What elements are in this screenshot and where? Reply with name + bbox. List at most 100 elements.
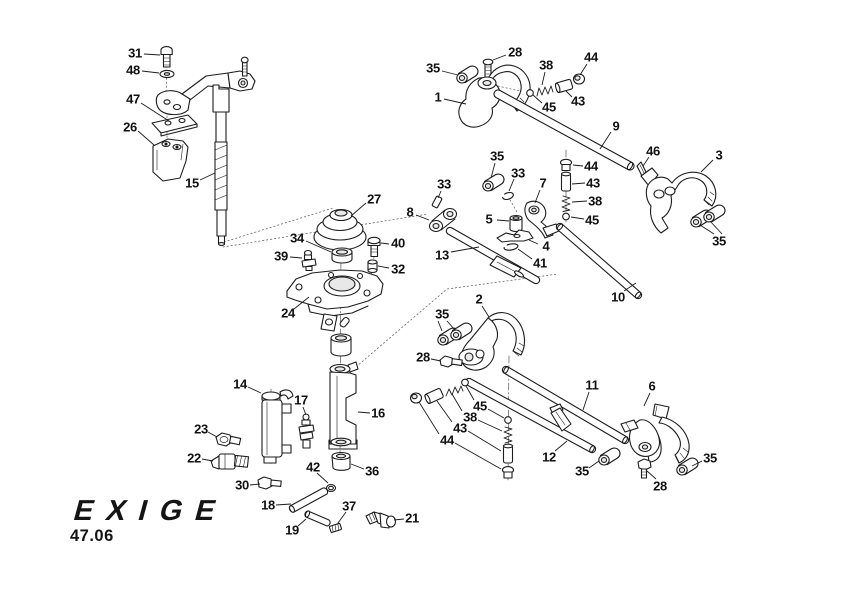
callout-28: 28 [653, 478, 667, 494]
part-lever-7 [524, 200, 560, 239]
callout-18: 18 [261, 497, 275, 513]
callout-44: 44 [440, 432, 454, 448]
part-mount-block-26 [152, 138, 189, 182]
callout-44: 44 [584, 49, 598, 65]
callout-9: 9 [612, 118, 620, 134]
part-base-plate-24 [286, 269, 384, 332]
part-bracket-16 [328, 361, 359, 450]
part-ring-33a [502, 191, 514, 201]
part-ring-34 [331, 247, 353, 264]
callout-38: 38 [539, 57, 553, 73]
part-link-8 [428, 207, 458, 233]
callout-43: 43 [453, 420, 467, 436]
part-shaft-12 [464, 377, 597, 454]
callout-7: 7 [539, 175, 547, 191]
callout-33: 33 [437, 176, 451, 192]
exige-logo-text: EXIGE [70, 494, 232, 526]
callout-22: 22 [187, 450, 201, 466]
part-bushing-35-f6a [598, 447, 621, 466]
callout-10: 10 [611, 289, 625, 305]
part-bolt-28-f6 [637, 458, 652, 479]
callout-11: 11 [585, 377, 599, 393]
callout-6: 6 [648, 378, 656, 394]
callout-28: 28 [416, 349, 430, 365]
part-fork-6 [620, 403, 690, 464]
part-bolt-30 [257, 476, 282, 490]
callout-24: 24 [281, 305, 295, 321]
callout-17: 17 [294, 392, 308, 408]
part-detent-top [526, 73, 586, 97]
callout-15: 15 [185, 175, 199, 191]
callout-2: 2 [475, 291, 483, 307]
part-detent-mid [559, 158, 573, 221]
part-lever-arm [155, 56, 256, 116]
part-spacer-32 [367, 259, 378, 274]
callout-36: 36 [365, 463, 379, 479]
part-bushing-35-r2 [703, 204, 726, 223]
callout-16: 16 [371, 405, 385, 421]
section-number: 47.06 [70, 527, 114, 545]
callout-35: 35 [490, 148, 504, 164]
callout-40: 40 [391, 235, 405, 251]
callout-45: 45 [542, 99, 556, 115]
callout-30: 30 [235, 477, 249, 493]
callout-12: 12 [542, 449, 556, 465]
callout-35: 35 [712, 233, 726, 249]
callout-43: 43 [586, 175, 600, 191]
callout-33: 33 [511, 165, 525, 181]
part-bolt-23 [215, 432, 242, 447]
callout-4: 4 [542, 238, 550, 254]
part-pin-33b [431, 195, 443, 209]
callout-19: 19 [285, 522, 299, 538]
part-detent-lower-horizontal [409, 378, 469, 404]
part-detent-lower-vertical [501, 416, 515, 479]
callout-38: 38 [463, 409, 477, 425]
callout-34: 34 [290, 230, 304, 246]
part-shaft-15 [212, 84, 230, 246]
part-sensor-22 [210, 453, 250, 470]
callout-23: 23 [194, 421, 208, 437]
part-bushing-lower [330, 333, 352, 357]
part-shaft-11 [501, 365, 630, 445]
callout-45: 45 [585, 212, 599, 228]
callout-47: 47 [126, 91, 140, 107]
part-plate-4 [496, 229, 534, 243]
part-rod-19 [304, 510, 331, 527]
part-bolt-40 [367, 236, 381, 258]
part-bushing-35-mid [482, 173, 505, 192]
callout-38: 38 [588, 193, 602, 209]
part-washer-48 [159, 69, 175, 79]
part-shaft-9 [493, 89, 635, 171]
callout-26: 26 [123, 119, 137, 135]
callout-45: 45 [473, 398, 487, 414]
callout-41: 41 [533, 255, 547, 271]
callout-14: 14 [233, 376, 247, 392]
callout-21: 21 [405, 510, 419, 526]
part-bushing-35-f2b [450, 322, 473, 341]
callout-28: 28 [508, 44, 522, 60]
callout-1: 1 [434, 89, 442, 105]
callout-13: 13 [435, 247, 449, 263]
part-bolt-28-f2 [439, 355, 463, 368]
part-bolt-31 [160, 46, 173, 68]
callout-8: 8 [406, 204, 414, 220]
part-grub-screw-37 [328, 522, 342, 533]
part-rod-18 [288, 487, 329, 513]
callout-35: 35 [575, 463, 589, 479]
callout-3: 3 [715, 147, 723, 163]
part-bushing-5 [509, 214, 523, 233]
part-fork-3 [640, 167, 717, 234]
part-washer-41 [503, 243, 519, 251]
callout-35: 35 [703, 450, 717, 466]
part-oring-42 [325, 483, 337, 493]
callout-39: 39 [274, 248, 288, 264]
part-bolt-28-top [482, 58, 494, 78]
callout-27: 27 [367, 191, 381, 207]
callout-37: 37 [342, 498, 356, 514]
part-fork-2 [458, 312, 526, 371]
callout-32: 32 [391, 261, 405, 277]
callout-5: 5 [485, 211, 493, 227]
part-shaft-10 [555, 222, 643, 300]
